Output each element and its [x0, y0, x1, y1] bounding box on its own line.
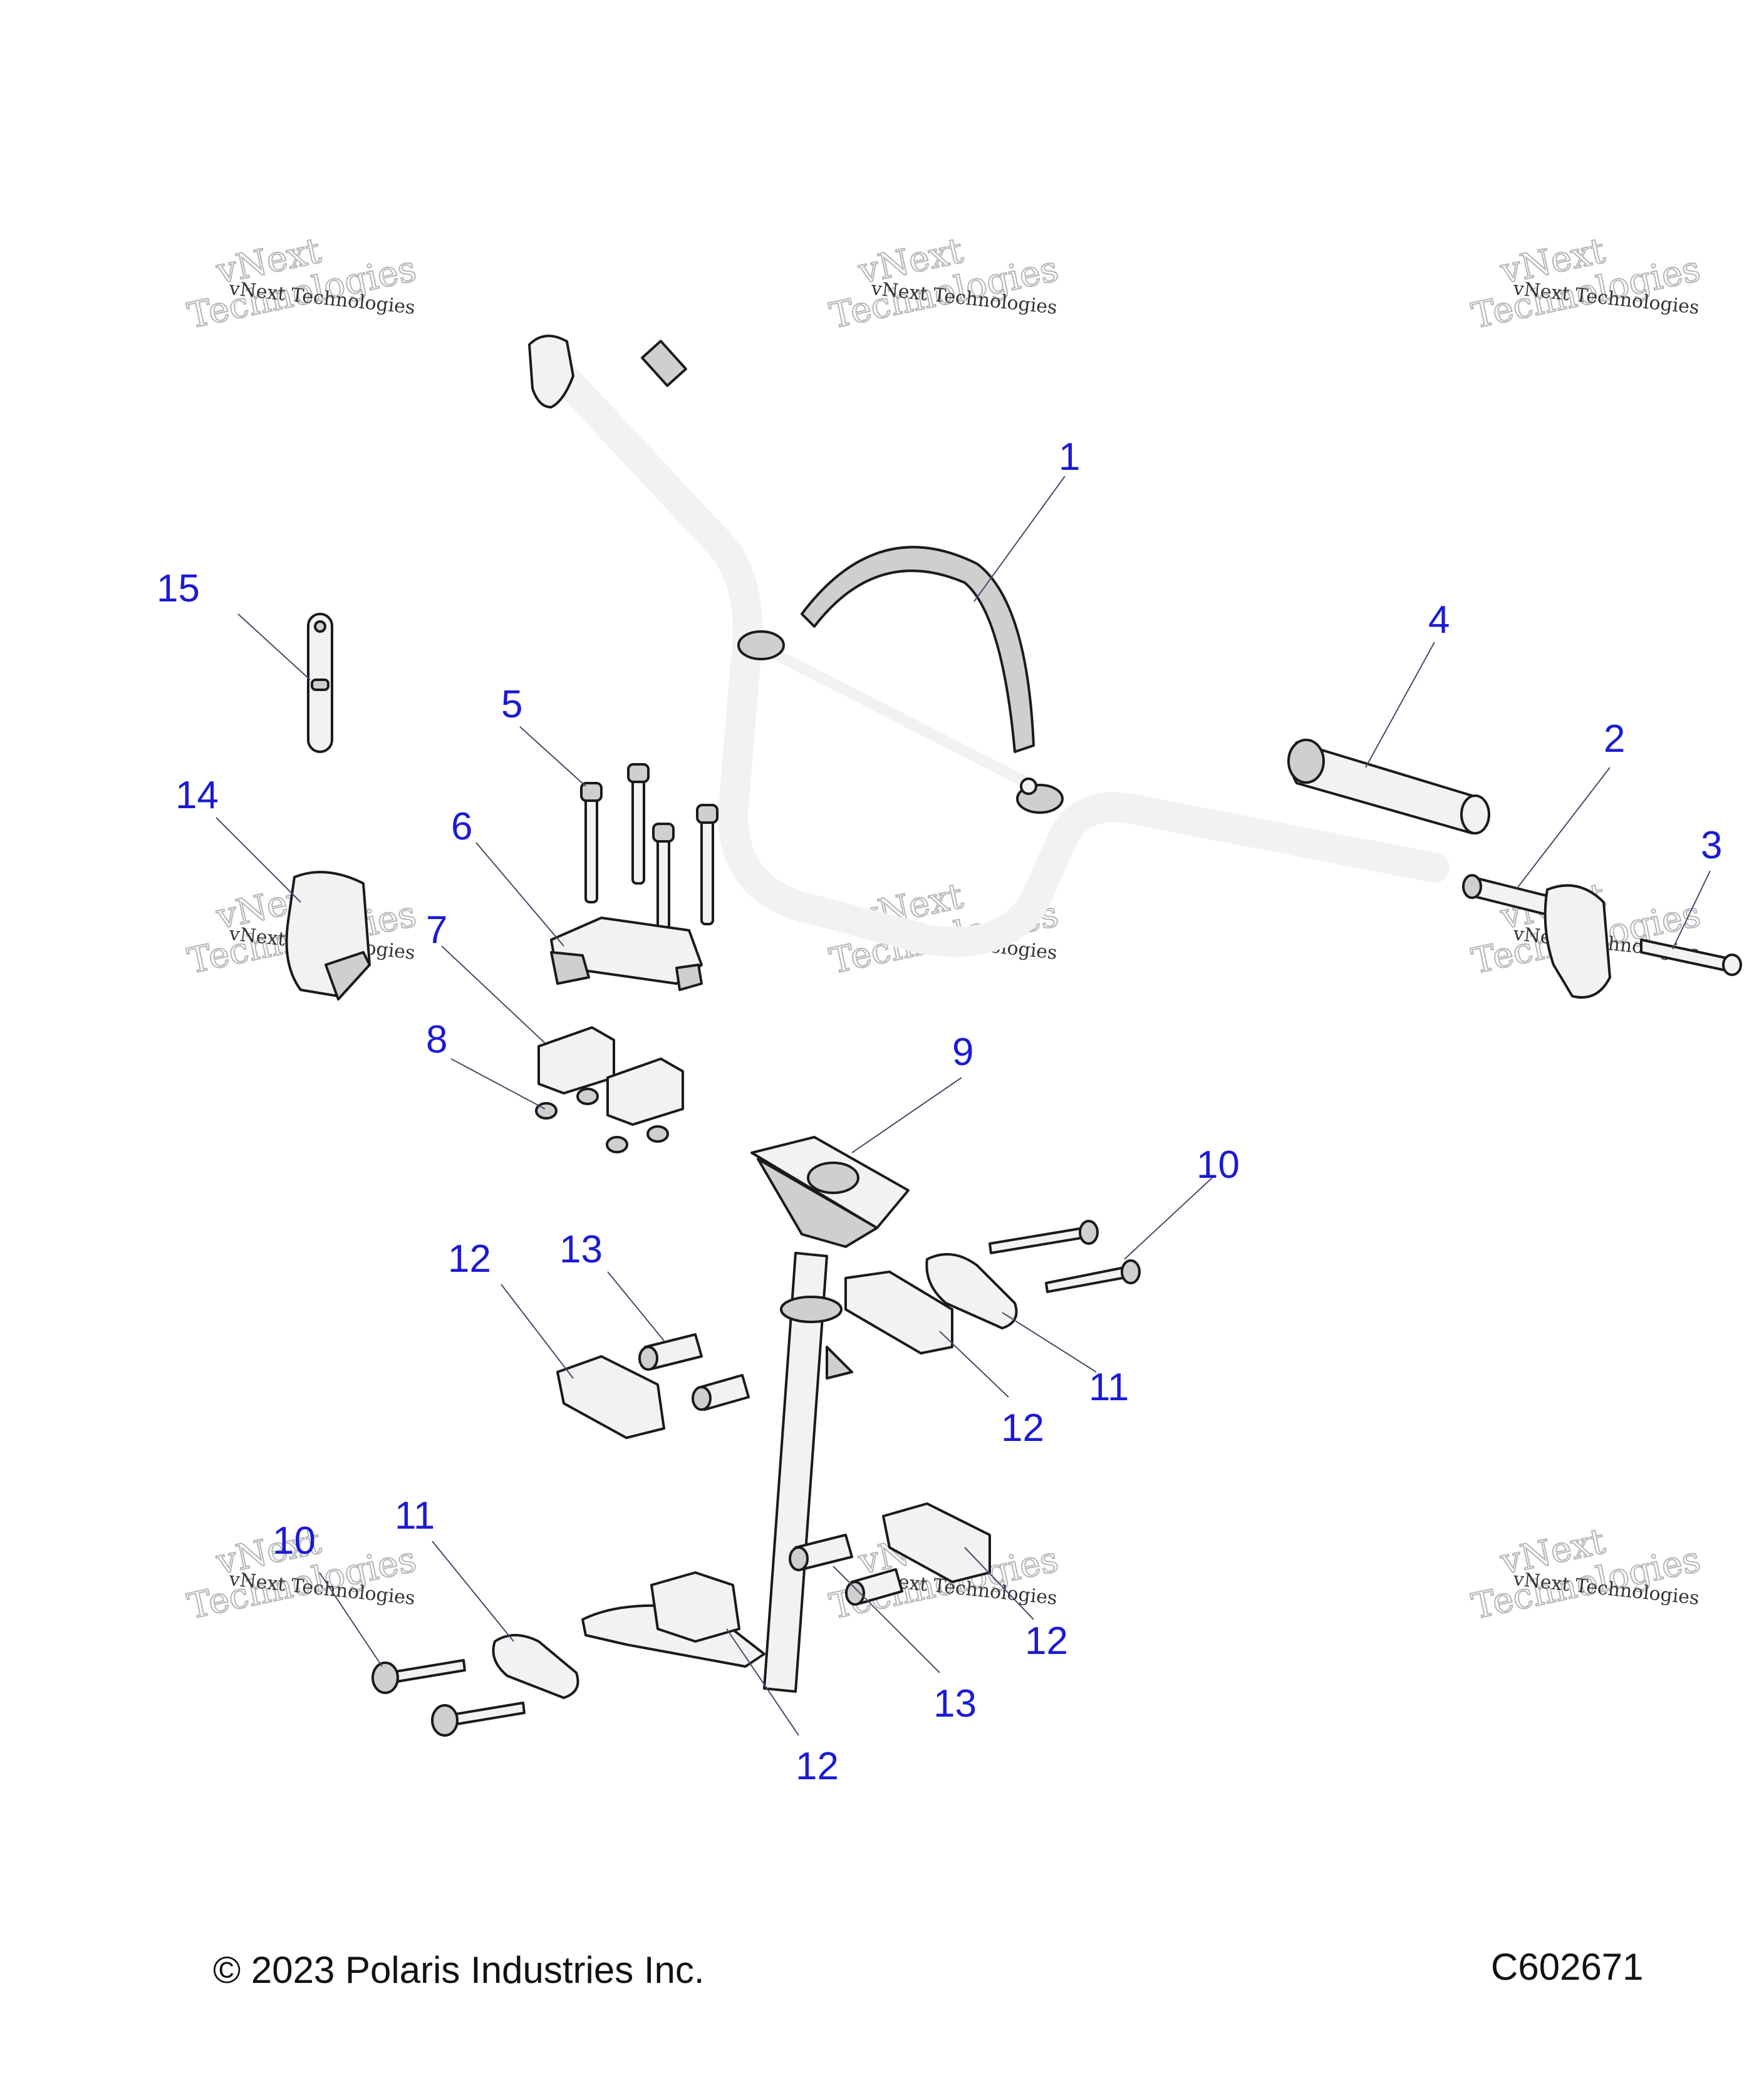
- watermarks: vNext Technologies vNext Technologies vN…: [184, 230, 1704, 1628]
- callout-12-upper-left: 12: [448, 1237, 491, 1281]
- leader-lines: [215, 476, 1711, 1736]
- callout-15: 15: [157, 567, 200, 610]
- lower-mount-hardware: [371, 1502, 991, 1737]
- callout-1: 1: [1059, 435, 1080, 479]
- watermark: vNext Technologies: [184, 230, 420, 338]
- bolt-part: [1640, 939, 1742, 976]
- callout-11-upper: 11: [1089, 1366, 1129, 1409]
- watermark: vNext Technologies: [826, 230, 1062, 338]
- screws-part: [580, 763, 719, 944]
- watermark: vNext Technologies: [1468, 230, 1704, 338]
- callout-9: 9: [952, 1031, 973, 1074]
- callout-12-lower: 12: [796, 1745, 839, 1788]
- callout-13-lower: 13: [933, 1682, 977, 1725]
- cover-part: [285, 871, 371, 1001]
- watermark: vNext Technologies: [1468, 1521, 1704, 1628]
- pin-part: [307, 613, 333, 753]
- callout-4: 4: [1428, 598, 1450, 642]
- callout-6: 6: [451, 805, 472, 848]
- diagram-code: C602671: [1491, 1946, 1644, 1988]
- callouts: 1 2 3 4 5 6 7 8 9 10 10 11 11 12 12 12 1…: [157, 435, 1722, 1788]
- throttle-end-part: [1462, 874, 1611, 999]
- callout-12-lower-right: 12: [1025, 1620, 1068, 1663]
- callout-11-lower: 11: [395, 1494, 435, 1537]
- handlebar-part: [528, 335, 1450, 957]
- callout-2: 2: [1604, 717, 1625, 761]
- top-clamp-part: [550, 917, 703, 991]
- callout-5: 5: [501, 683, 522, 726]
- upper-mount-hardware: [556, 1220, 1141, 1439]
- callout-13-upper: 13: [559, 1228, 603, 1271]
- callout-10-upper: 10: [1196, 1143, 1240, 1187]
- callout-7: 7: [426, 908, 447, 952]
- copyright-text: © 2023 Polaris Industries Inc.: [213, 1949, 705, 1991]
- callout-12-upper-right: 12: [1001, 1406, 1044, 1450]
- grip-part: [1287, 739, 1490, 835]
- nuts-part: [535, 1088, 669, 1153]
- callout-8: 8: [426, 1018, 447, 1061]
- lower-clamps-part: [537, 1026, 684, 1126]
- callout-3: 3: [1701, 824, 1722, 867]
- callout-14: 14: [175, 774, 219, 817]
- callout-10-lower: 10: [272, 1519, 316, 1562]
- steering-post-part: [581, 1136, 910, 1693]
